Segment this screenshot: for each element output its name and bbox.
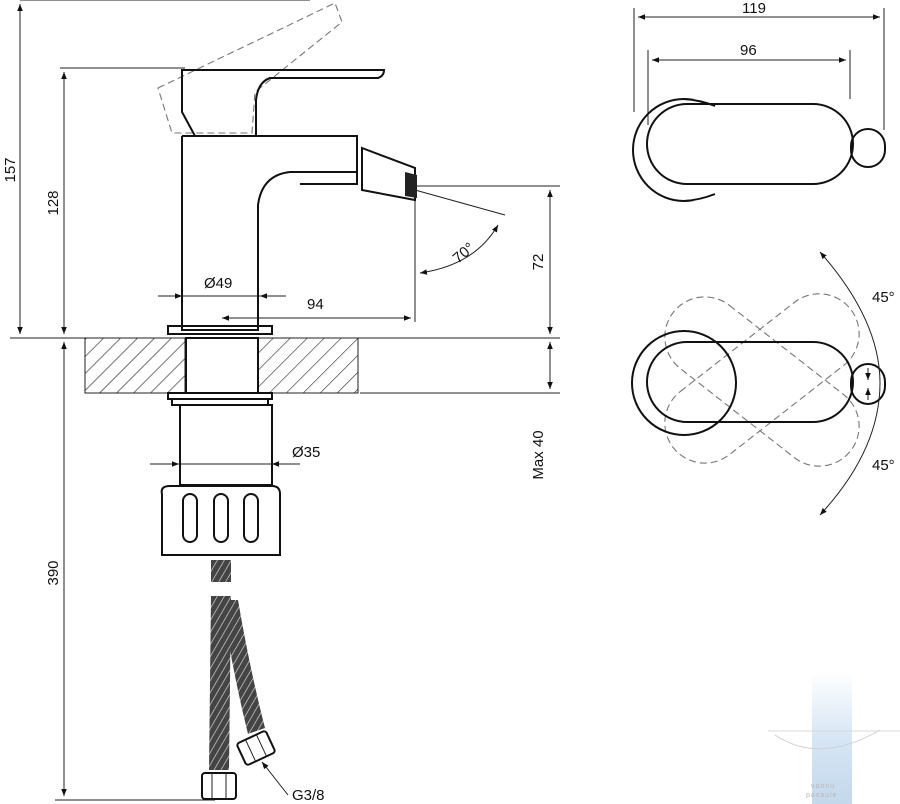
watermark-text-2: pasaule: [806, 792, 838, 799]
dim-label-390: 390: [45, 560, 62, 585]
lever-rotated-right: [664, 296, 860, 467]
shank-through-deck: [185, 337, 259, 394]
hose-upper-stub: [211, 560, 231, 582]
top-spout-tip: [850, 128, 886, 168]
spout-axis-line: [414, 189, 506, 216]
lower-spout-tip: [850, 363, 886, 405]
base-flange: [167, 325, 273, 335]
dim-label-g38: G3/8: [292, 787, 325, 804]
lever-handle: [181, 69, 386, 137]
lower-lever: [646, 341, 854, 423]
dim-label-119: 119: [742, 0, 766, 17]
top-mask: [690, 99, 860, 201]
fixing-nut: [160, 485, 281, 556]
top-lever: [646, 103, 854, 185]
top-view-lower: 45° 45°: [631, 251, 895, 516]
shank: [179, 404, 273, 486]
nut-groove-2: [213, 493, 229, 543]
hose-bent: [222, 600, 265, 734]
nut-groove-1: [182, 493, 198, 543]
top-body-arc-top: [683, 98, 716, 107]
body-neck: [256, 135, 358, 172]
lever-alt-position: [157, 2, 343, 134]
hose-nut-bent: [236, 730, 276, 766]
dim-arc-70: [419, 224, 499, 275]
nut-groove-3: [243, 493, 259, 543]
dim-label-max40: Max 40: [530, 430, 547, 479]
dim-label-96: 96: [740, 42, 757, 59]
top-body-arc-bottom: [683, 193, 716, 202]
aerator-nozzle: [361, 146, 416, 202]
dim-label-45-lower: 45°: [872, 457, 895, 474]
aerator-tip: [405, 172, 417, 198]
g38-leader: [261, 761, 289, 796]
hose-nut-straight: [201, 772, 237, 800]
dim-label-70: 70°: [450, 239, 478, 267]
top-view-upper: 119 96: [632, 0, 886, 202]
side-view: 157 128 72 Max 40 390 Ø49 94 Ø35 G3/8 70…: [2, 0, 560, 804]
watermark: vannu pasaule: [768, 672, 900, 804]
watermark-bar: [812, 672, 852, 804]
watermark-text-1: vannu: [811, 783, 835, 790]
swing-arc-upper: [819, 251, 881, 384]
hose-straight: [209, 596, 231, 770]
dim-label-35: Ø35: [292, 444, 320, 461]
swing-arc-lower: [819, 382, 881, 516]
dim-label-128: 128: [45, 190, 62, 215]
lower-body-circle: [631, 330, 737, 436]
lever-rotated-left: [664, 293, 860, 464]
dim-label-157: 157: [2, 157, 19, 182]
watermark-swoosh: [774, 729, 881, 750]
deck-right: [257, 337, 359, 394]
dim-label-45-upper: 45°: [872, 289, 895, 306]
dim-label-49: Ø49: [204, 275, 232, 292]
deck-left: [84, 337, 186, 394]
dim-label-94: 94: [307, 296, 324, 313]
faucet-body: [181, 136, 358, 331]
dim-label-72: 72: [530, 254, 547, 271]
